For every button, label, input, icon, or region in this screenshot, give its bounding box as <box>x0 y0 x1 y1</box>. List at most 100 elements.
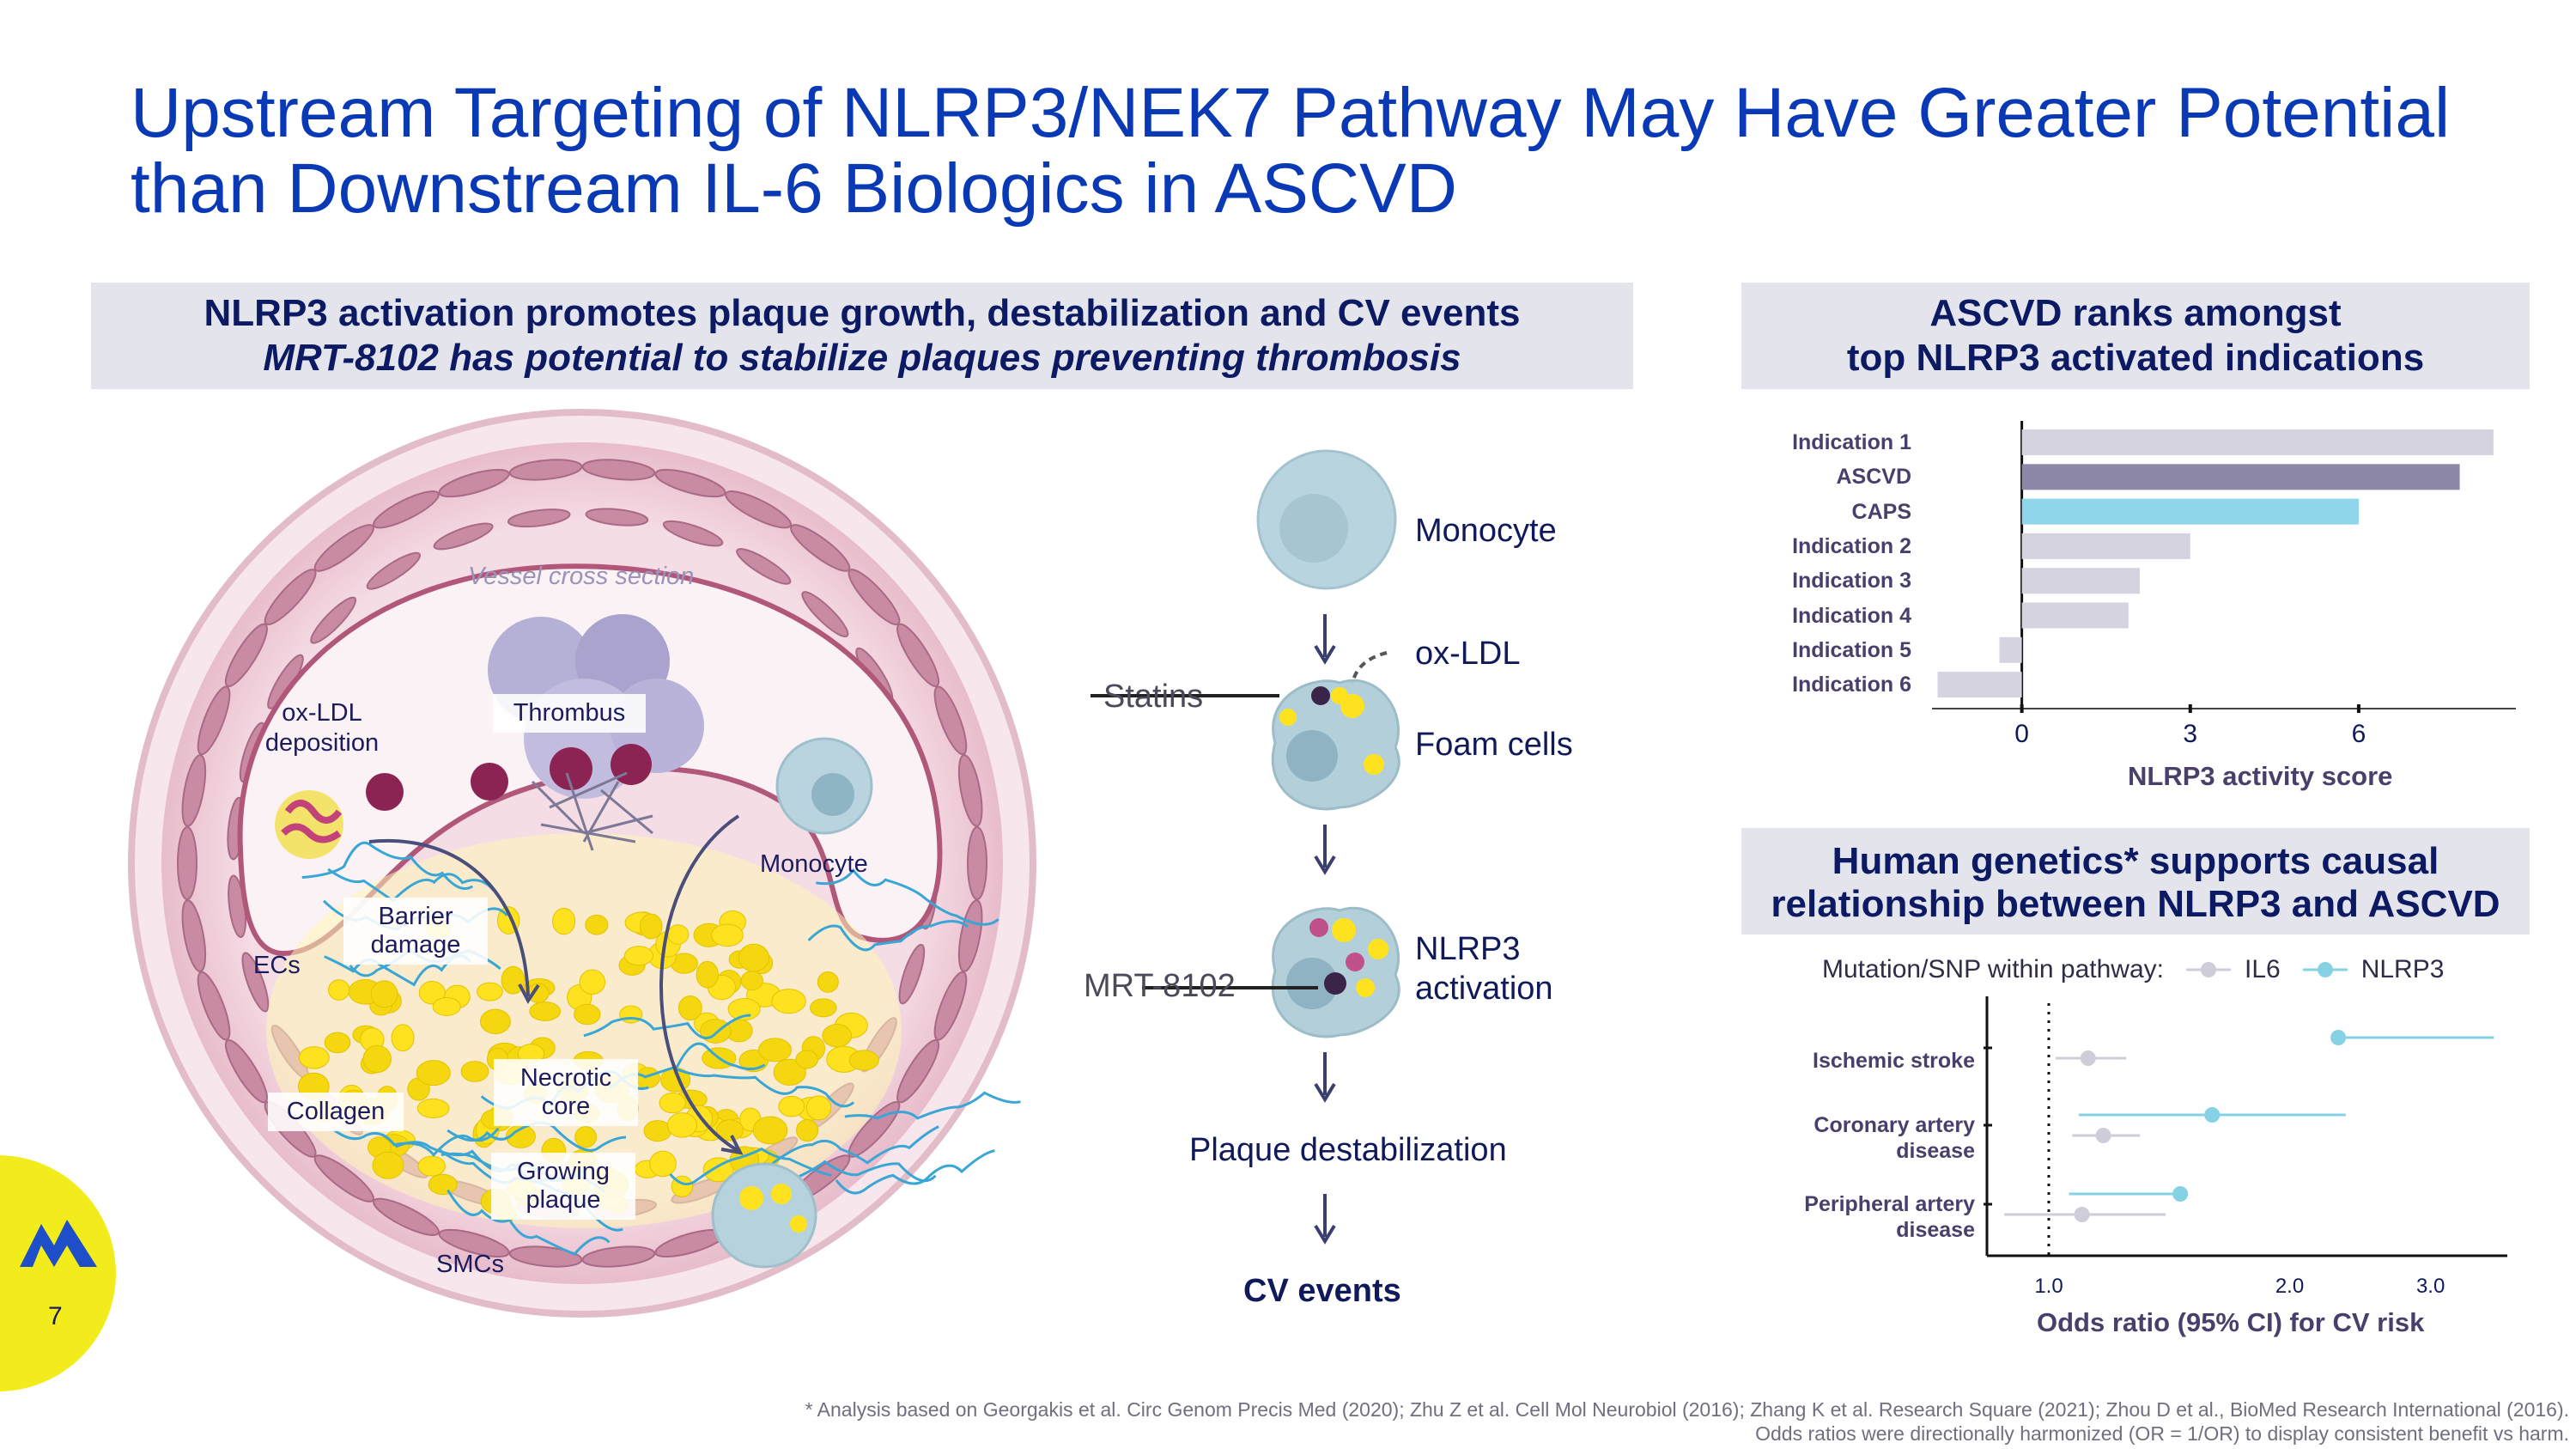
flow-statins-label: Statins <box>1103 679 1204 715</box>
title-line-2: than Downstream IL-6 Biologics in ASCVD <box>131 149 1458 228</box>
forest-point <box>2074 1207 2090 1222</box>
flow-monocyte-cell <box>1256 449 1397 590</box>
ranking-bar-label: Indication 6 <box>1792 673 1911 697</box>
ranking-bar <box>1937 672 2022 698</box>
flow-plaque-label: Plaque destabilization <box>1189 1132 1507 1168</box>
forest-point <box>2095 1128 2111 1143</box>
collagen-label: Collagen <box>268 1093 404 1131</box>
flow-mrt-label: MRT-8102 <box>1084 968 1236 1004</box>
growing-plaque-label: Growing plaque <box>491 1153 635 1220</box>
forest-category-label-line: Coronary artery <box>1814 1113 1975 1137</box>
forest-category-label: Ischemic stroke <box>1726 1048 1975 1074</box>
forest-category-label-line: disease <box>1896 1139 1975 1163</box>
ranking-bar <box>1999 636 2022 663</box>
ranking-bar <box>2021 464 2460 490</box>
ranking-bar-label: CAPS <box>1851 499 1911 524</box>
legend-il6-marker <box>2185 962 2231 977</box>
flow-arrows <box>1091 614 1388 1245</box>
ranking-heading-line1: ASCVD ranks amongst <box>1929 292 2342 334</box>
left-panel-heading: NLRP3 activation promotes plaque growth,… <box>204 292 1521 334</box>
barrier-damage-label: Barrier damage <box>343 898 488 965</box>
brand-logo <box>20 1220 97 1267</box>
forest-point <box>2172 1186 2189 1202</box>
forest-point <box>2080 1050 2096 1066</box>
ranking-bar-label: Indication 5 <box>1792 637 1911 662</box>
flow-activated-cell <box>1271 906 1400 1038</box>
ranking-xlabel: NLRP3 activity score <box>2128 761 2393 791</box>
necrotic-core-label: Necrotic core <box>494 1059 638 1126</box>
left-panel-subheading: MRT-8102 has potential to stabilize plaq… <box>263 337 1461 379</box>
ranking-bar-label: Indication 1 <box>1792 430 1911 454</box>
arrows-in-vessel <box>368 814 744 1155</box>
genetics-legend: Mutation/SNP within pathway: IL6 NLRP3 <box>1822 955 2444 984</box>
flow-diagram <box>1091 449 1400 1245</box>
oxldl-label: ox-LDL deposition <box>249 698 395 758</box>
growing-line1: Growing <box>517 1158 610 1185</box>
flow-nlrp3-line1: NLRP3 <box>1415 931 1521 967</box>
ranking-tick-label: 0 <box>2014 720 2029 748</box>
fibrin-mesh <box>531 771 653 851</box>
ranking-chart <box>1932 421 2516 713</box>
necrotic-line2: core <box>541 1093 591 1120</box>
ranking-heading-line2: top NLRP3 activated indications <box>1846 337 2425 379</box>
legend-title: Mutation/SNP within pathway: <box>1822 955 2164 983</box>
title-line-1: Upstream Targeting of NLRP3/NEK7 Pathway… <box>131 74 2451 152</box>
smcs-label: SMCs <box>436 1251 504 1278</box>
footnote-line1: * Analysis based on Georgakis et al. Cir… <box>805 1398 2569 1421</box>
growing-line2: plaque <box>526 1186 601 1214</box>
ranking-bar <box>2021 429 2494 455</box>
ranking-bar-label: Indication 2 <box>1792 533 1911 558</box>
foam-cell-in-plaque <box>711 1162 817 1269</box>
ranking-bar-label: ASCVD <box>1836 465 1911 490</box>
forest-category-label-line: Ischemic stroke <box>1813 1049 1975 1073</box>
oxldl-label-line1: ox-LDL <box>282 699 362 727</box>
flow-foam-cells-label: Foam cells <box>1415 727 1573 763</box>
legend-il6-label: IL6 <box>2244 955 2281 983</box>
flow-oxldl-label: ox-LDL <box>1415 636 1521 672</box>
oxldl-particle <box>275 790 343 859</box>
ranking-tick-label: 6 <box>2351 720 2366 748</box>
genetics-heading-line2: relationship between NLRP3 and ASCVD <box>1771 883 2500 925</box>
flow-cv-label: CV events <box>1243 1273 1401 1309</box>
forest-xlabel: Odds ratio (95% CI) for CV risk <box>2037 1307 2425 1337</box>
thrombus-label: Thrombus <box>493 694 646 733</box>
ranking-bar-label: Indication 4 <box>1792 603 1911 628</box>
flow-foam-cell <box>1271 679 1400 811</box>
ranking-tick-label: 3 <box>2183 720 2198 748</box>
forest-category-label-line: Peripheral artery <box>1804 1192 1975 1216</box>
ranking-bar <box>2021 498 2359 525</box>
forest-category-label-line: disease <box>1896 1218 1975 1242</box>
slide-title: Upstream Targeting of NLRP3/NEK7 Pathway… <box>131 74 2451 228</box>
ranking-bar <box>2021 568 2140 594</box>
forest-point <box>2204 1107 2221 1123</box>
flow-monocyte-label: Monocyte <box>1415 513 1557 549</box>
genetics-heading-line1: Human genetics* supports causal <box>1832 840 2439 882</box>
forest-tick-label: 3.0 <box>2415 1275 2445 1298</box>
legend-nlrp3-marker <box>2302 962 2348 977</box>
forest-tick-label: 1.0 <box>2034 1275 2063 1298</box>
vessel-illustration <box>128 409 1036 1318</box>
monocyte-vessel-label: Monocyte <box>760 850 868 878</box>
ranking-bar-label: Indication 3 <box>1792 569 1911 594</box>
forest-tick-label: 2.0 <box>2275 1275 2305 1298</box>
necrotic-line1: Necrotic <box>519 1064 612 1092</box>
ranking-bar <box>2021 602 2129 629</box>
ecs-label: ECs <box>253 952 301 979</box>
vessel-caption: Vessel cross section <box>468 563 695 590</box>
barrier-line1: Barrier <box>378 903 453 930</box>
barrier-line2: damage <box>370 931 461 959</box>
legend-nlrp3-label: NLRP3 <box>2360 955 2445 983</box>
oxldl-label-line2: deposition <box>264 729 380 757</box>
forest-point <box>2330 1030 2347 1045</box>
ranking-header: ASCVD ranks amongst top NLRP3 activated … <box>1741 283 2530 389</box>
footnote-line2: Odds ratios were directionally harmonize… <box>1755 1422 2569 1445</box>
genetics-header: Human genetics* supports causal relation… <box>1741 828 2530 935</box>
flow-nlrp3-line2: activation <box>1415 971 1553 1007</box>
page-number: 7 <box>48 1302 63 1330</box>
left-panel-header: NLRP3 activation promotes plaque growth,… <box>91 283 1633 389</box>
forest-plot <box>1984 996 2507 1257</box>
ranking-bar <box>2021 533 2190 559</box>
